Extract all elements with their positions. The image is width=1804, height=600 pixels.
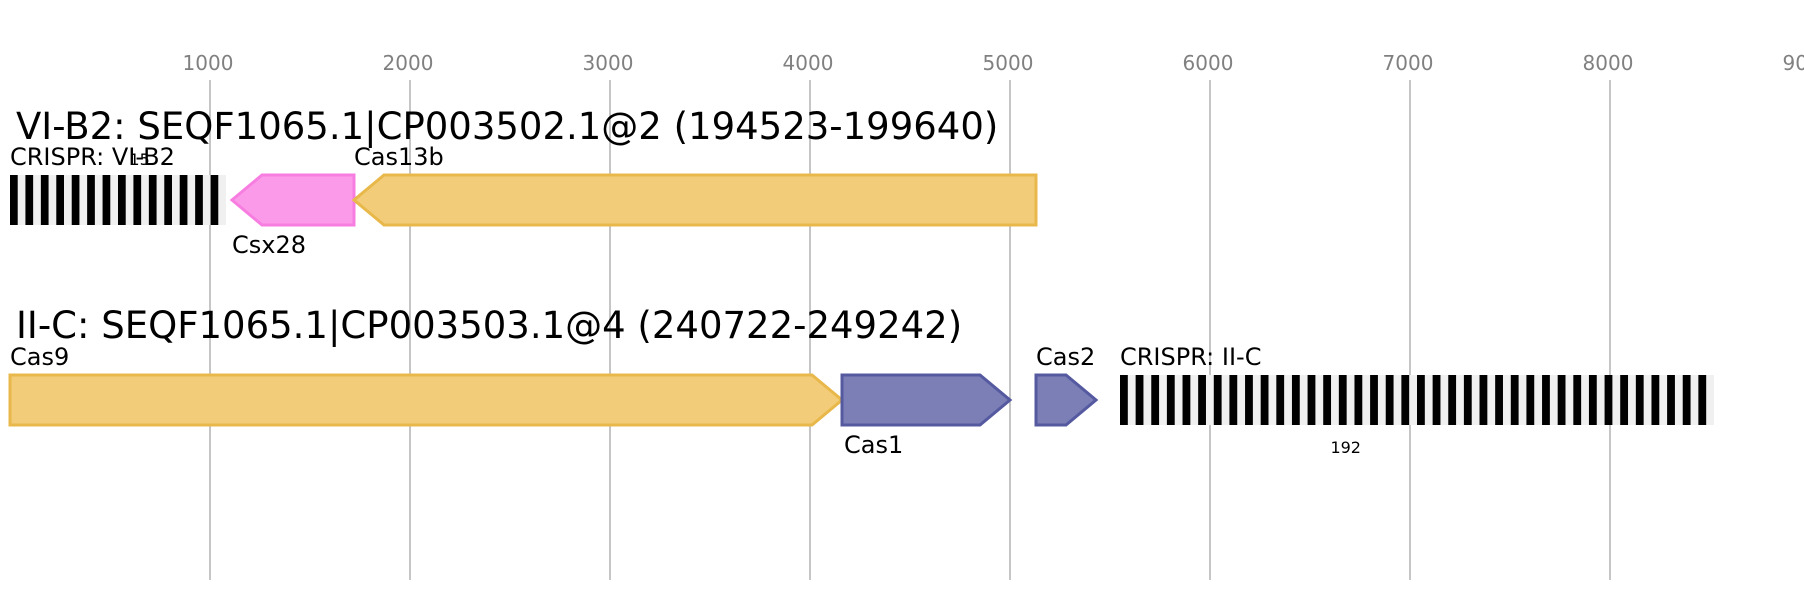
crispr-repeat-crispr-ii-c (1229, 375, 1238, 425)
gene-label-cas1: Cas1 (844, 431, 903, 459)
crispr-repeat-crispr-ii-c (1370, 375, 1378, 425)
crispr-repeat-crispr-ii-c (1245, 375, 1253, 425)
crispr-repeat-crispr-ii-c (1432, 375, 1441, 425)
crispr-repeat-crispr-ii-c (1479, 375, 1488, 425)
crispr-repeat-crispr-ii-c (1338, 375, 1347, 425)
crispr-repeat-crispr-vi-b2 (10, 175, 18, 225)
crispr-repeat-crispr-ii-c (1510, 375, 1519, 425)
crispr-repeat-crispr-ii-c (1557, 375, 1566, 425)
crispr-repeat-crispr-ii-c (1198, 375, 1206, 425)
crispr-repeat-crispr-vi-b2 (40, 175, 49, 225)
crispr-repeat-crispr-ii-c (1323, 375, 1332, 425)
crispr-repeat-crispr-ii-c (1385, 375, 1394, 425)
axis-tick-labels: 1000 2000 3000 4000 5000 6000 7000 8000 9000 (183, 51, 1804, 75)
crispr-repeat-crispr-ii-c (1667, 375, 1675, 425)
tick-label-7000: 7000 (1383, 51, 1434, 75)
crispr-repeat-crispr-ii-c (1588, 375, 1597, 425)
crispr-repeat-crispr-vi-b2 (118, 175, 126, 225)
crispr-repeat-crispr-vi-b2 (71, 175, 80, 225)
crispr-repeat-crispr-vi-b2 (164, 175, 172, 225)
gene-label-cas9: Cas9 (10, 343, 69, 371)
crispr-repeat-crispr-ii-c (1542, 375, 1550, 425)
crispr-repeat-crispr-ii-c (1120, 375, 1128, 425)
axis-grid (209, 80, 1611, 580)
tick-label-9000: 9000 (1783, 51, 1804, 75)
crispr-repeat-crispr-ii-c (1307, 375, 1316, 425)
locus-title-ii-c: II-C: SEQF1065.1|CP003503.1@4 (240722-24… (16, 304, 962, 347)
crispr-repeat-crispr-vi-b2 (210, 175, 219, 225)
crispr-repeat-crispr-ii-c (1448, 375, 1457, 425)
crispr-repeat-crispr-ii-c (1604, 375, 1613, 425)
crispr-repeat-crispr-vi-b2 (195, 175, 203, 225)
crispr-repeat-crispr-vi-b2 (102, 175, 111, 225)
crispr-repeat-crispr-ii-c (1260, 375, 1269, 425)
crispr-repeat-crispr-ii-c (1463, 375, 1472, 425)
crispr-repeat-crispr-ii-c (1417, 375, 1425, 425)
crispr-repeat-crispr-ii-c (1135, 375, 1144, 425)
gene-arrow-csx28 (229, 173, 356, 227)
crispr-repeat-crispr-ii-c (1401, 375, 1410, 425)
crispr-repeat-crispr-ii-c (1182, 375, 1191, 425)
crispr-repeat-crispr-ii-c (1354, 375, 1363, 425)
crispr-repeat-crispr-ii-c (1166, 375, 1175, 425)
tick-label-1000: 1000 (183, 51, 234, 75)
crispr-repeat-crispr-ii-c (1213, 375, 1222, 425)
crispr-repeat-crispr-vi-b2 (133, 175, 142, 225)
crispr-repeat-crispr-ii-c (1620, 375, 1629, 425)
crispr-count-crispr-vi-b2: 15 (129, 150, 149, 169)
crispr-repeat-crispr-ii-c (1495, 375, 1503, 425)
gene-label-csx28: Csx28 (232, 231, 306, 259)
crispr-repeat-crispr-ii-c (1526, 375, 1535, 425)
crispr-repeat-crispr-ii-c (1151, 375, 1160, 425)
crispr-label-crispr-vi-b2: CRISPR: VI-B2 (10, 143, 175, 171)
crispr-repeat-crispr-ii-c (1635, 375, 1644, 425)
crispr-label-crispr-ii-c: CRISPR: II-C (1120, 343, 1261, 371)
crispr-repeat-crispr-ii-c (1682, 375, 1691, 425)
gene-arrow-cas13b (351, 173, 1038, 227)
gene-label-cas2: Cas2 (1036, 343, 1095, 371)
tick-label-3000: 3000 (583, 51, 634, 75)
gene-arrow-cas9 (8, 373, 845, 427)
gene-arrow-cas1 (840, 373, 1013, 427)
tick-label-2000: 2000 (383, 51, 434, 75)
crispr-repeat-crispr-vi-b2 (56, 175, 64, 225)
locus-title-vi-b2: VI-B2: SEQF1065.1|CP003502.1@2 (194523-1… (16, 105, 998, 148)
tick-label-8000: 8000 (1583, 51, 1634, 75)
crispr-count-crispr-ii-c: 192 (1330, 438, 1361, 457)
gene-arrow-cas2 (1034, 373, 1099, 427)
tick-label-4000: 4000 (783, 51, 834, 75)
tick-label-5000: 5000 (983, 51, 1034, 75)
crispr-repeat-crispr-ii-c (1573, 375, 1582, 425)
crispr-repeat-crispr-ii-c (1651, 375, 1660, 425)
crispr-repeat-crispr-vi-b2 (148, 175, 157, 225)
crispr-repeat-crispr-ii-c (1698, 375, 1707, 425)
crispr-repeat-crispr-ii-c (1291, 375, 1300, 425)
tick-label-6000: 6000 (1183, 51, 1234, 75)
gene-label-cas13b: Cas13b (354, 143, 444, 171)
crispr-repeat-crispr-vi-b2 (179, 175, 188, 225)
crispr-repeat-crispr-ii-c (1276, 375, 1285, 425)
crispr-repeat-crispr-vi-b2 (25, 175, 34, 225)
crispr-repeat-crispr-vi-b2 (87, 175, 95, 225)
